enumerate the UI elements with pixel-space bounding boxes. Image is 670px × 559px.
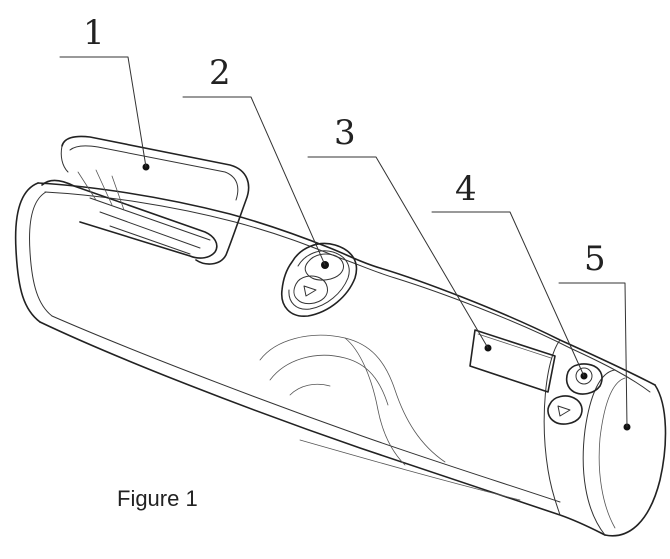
leader-3 — [307, 156, 489, 349]
side-button-group — [547, 363, 603, 425]
device-body — [14, 182, 667, 537]
leader-lines — [59, 56, 628, 428]
callout-1-label: 1 — [83, 13, 105, 53]
play-button[interactable] — [293, 275, 328, 305]
arrow-button[interactable] — [547, 395, 583, 425]
leader-2 — [182, 96, 326, 266]
callout-2-label: 2 — [209, 53, 231, 93]
leader-4 — [431, 211, 585, 377]
control-pad — [281, 242, 358, 317]
leader-1 — [59, 56, 147, 168]
display-screen — [469, 329, 556, 393]
callout-4-label: 4 — [455, 169, 477, 209]
triangle-icon — [557, 405, 571, 417]
play-icon — [303, 285, 317, 297]
callout-3-label: 3 — [334, 113, 356, 153]
clip-assembly — [41, 135, 250, 265]
figure-caption: Figure 1 — [117, 486, 198, 511]
callout-5-label: 5 — [584, 239, 606, 279]
leader-5 — [558, 282, 628, 428]
